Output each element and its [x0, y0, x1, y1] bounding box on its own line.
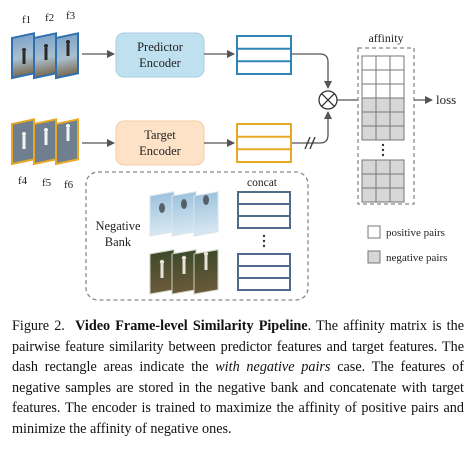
legend-positive-label: positive pairs [386, 227, 445, 239]
multiply-icon [318, 90, 338, 110]
negative-images-bottom [149, 249, 219, 295]
predictor-encoder-label-2: Encoder [139, 56, 181, 70]
vertical-ellipsis-icon [262, 234, 266, 248]
affinity-label: affinity [368, 31, 403, 45]
legend-negative-label: negative pairs [386, 252, 447, 264]
legend: positive pairs negative pairs [367, 225, 447, 264]
frame-label-f6: f6 [64, 179, 74, 191]
caption-label: Figure 2. [12, 318, 65, 334]
pipeline-diagram: f1 f2 f3 f4 f5 f6 Predictor Encoder Targ… [11, 10, 456, 301]
negative-bank-label-2: Bank [105, 235, 132, 249]
target-features [236, 123, 292, 163]
predictor-encoder-label: Predictor [137, 40, 184, 54]
frame-label-f2: f2 [45, 12, 54, 24]
negative-bank-area [85, 171, 309, 301]
bank-features-top [237, 191, 291, 229]
legend-negative-swatch [367, 250, 381, 264]
caption-title: Video Frame-level Similarity Pipeline [75, 318, 308, 334]
caption-text-2: case. The features of negative samples a… [12, 359, 464, 437]
frame-label-f4: f4 [18, 175, 28, 187]
negative-bank-label: Negative [95, 219, 141, 233]
frame-label-f5: f5 [42, 177, 52, 189]
vertical-ellipsis-icon [381, 143, 385, 157]
target-encoder-label-2: Encoder [139, 144, 181, 158]
loss-label: loss [436, 92, 456, 107]
legend-positive-swatch [367, 225, 381, 239]
target-encoder-label: Target [144, 128, 176, 142]
caption-text-1: . The affinity matrix is the pairwise fe… [12, 318, 465, 376]
predictor-features [236, 35, 292, 75]
negative-images-top [149, 191, 219, 237]
affinity-matrix [361, 55, 405, 203]
stop-gradient-icon [304, 136, 316, 150]
target-frames [11, 118, 79, 166]
frame-labels-bottom: f4 f5 f6 [18, 175, 74, 191]
frame-label-f3: f3 [66, 10, 76, 22]
caption-italic: with negative pairs [215, 359, 331, 376]
frame-labels-top: f1 f2 f3 [22, 10, 76, 26]
bank-features-bottom [237, 253, 291, 291]
concat-label: concat [247, 177, 278, 189]
frame-label-f1: f1 [22, 14, 31, 26]
predictor-frames [11, 32, 79, 80]
affinity-dashed-area [357, 47, 415, 205]
figure-caption: Figure 2. Video Frame-level Similarity P… [12, 316, 464, 440]
predictor-encoder-box [115, 32, 205, 78]
